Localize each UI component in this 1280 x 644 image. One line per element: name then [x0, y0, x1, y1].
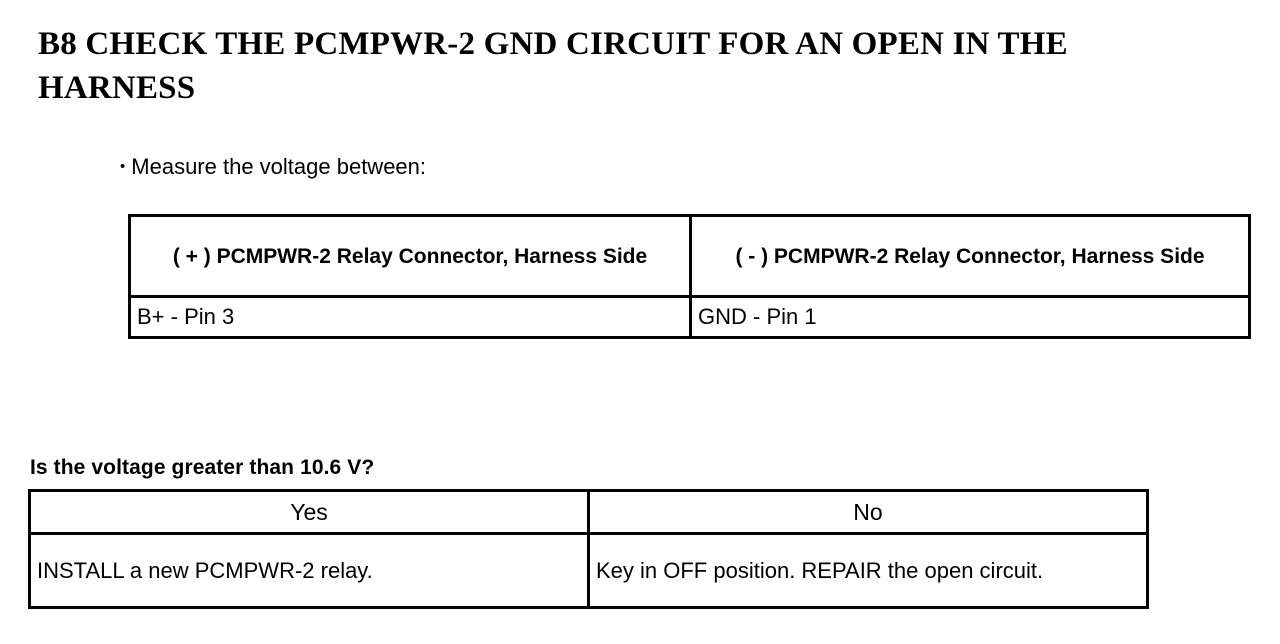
- decision-header-no: No: [587, 489, 1149, 535]
- decision-table: Yes No INSTALL a new PCMPWR-2 relay. Key…: [28, 489, 1149, 609]
- decision-cell-no: Key in OFF position. REPAIR the open cir…: [587, 532, 1149, 609]
- decision-question: Is the voltage greater than 10.6 V?: [30, 456, 375, 479]
- instruction-text: Measure the voltage between:: [131, 154, 427, 179]
- measurement-cell-negative: GND - Pin 1: [689, 295, 1251, 339]
- decision-header-yes-label: Yes: [290, 499, 328, 525]
- decision-cell-yes-action: INSTALL a new PCMPWR-2 relay.: [37, 558, 373, 583]
- table-row: B+ - Pin 3 GND - Pin 1: [128, 295, 1251, 339]
- decision-header-yes: Yes: [28, 489, 590, 535]
- measurement-header-negative-label: ( - ) PCMPWR-2 Relay Connector, Harness …: [735, 244, 1205, 268]
- measurement-cell-positive-value: B+ - Pin 3: [137, 304, 235, 329]
- bullet-icon: •: [120, 158, 126, 175]
- table-header-row: ( + ) PCMPWR-2 Relay Connector, Harness …: [128, 214, 1251, 298]
- measurement-header-negative: ( - ) PCMPWR-2 Relay Connector, Harness …: [689, 214, 1251, 298]
- decision-cell-yes: INSTALL a new PCMPWR-2 relay.: [28, 532, 590, 609]
- instruction-bullet-row: • Measure the voltage between:: [120, 152, 426, 182]
- measurement-header-positive: ( + ) PCMPWR-2 Relay Connector, Harness …: [128, 214, 692, 298]
- decision-cell-no-action: Key in OFF position. REPAIR the open cir…: [596, 558, 1044, 583]
- measurement-cell-positive: B+ - Pin 3: [128, 295, 692, 339]
- decision-header-no-label: No: [853, 499, 883, 525]
- measurement-table: ( + ) PCMPWR-2 Relay Connector, Harness …: [128, 214, 1251, 339]
- measurement-header-positive-label: ( + ) PCMPWR-2 Relay Connector, Harness …: [172, 244, 648, 268]
- measurement-cell-negative-value: GND - Pin 1: [698, 304, 817, 329]
- table-row: INSTALL a new PCMPWR-2 relay. Key in OFF…: [28, 532, 1149, 609]
- page-title: B8 CHECK THE PCMPWR-2 GND CIRCUIT FOR AN…: [38, 26, 1068, 106]
- table-header-row: Yes No: [28, 489, 1149, 535]
